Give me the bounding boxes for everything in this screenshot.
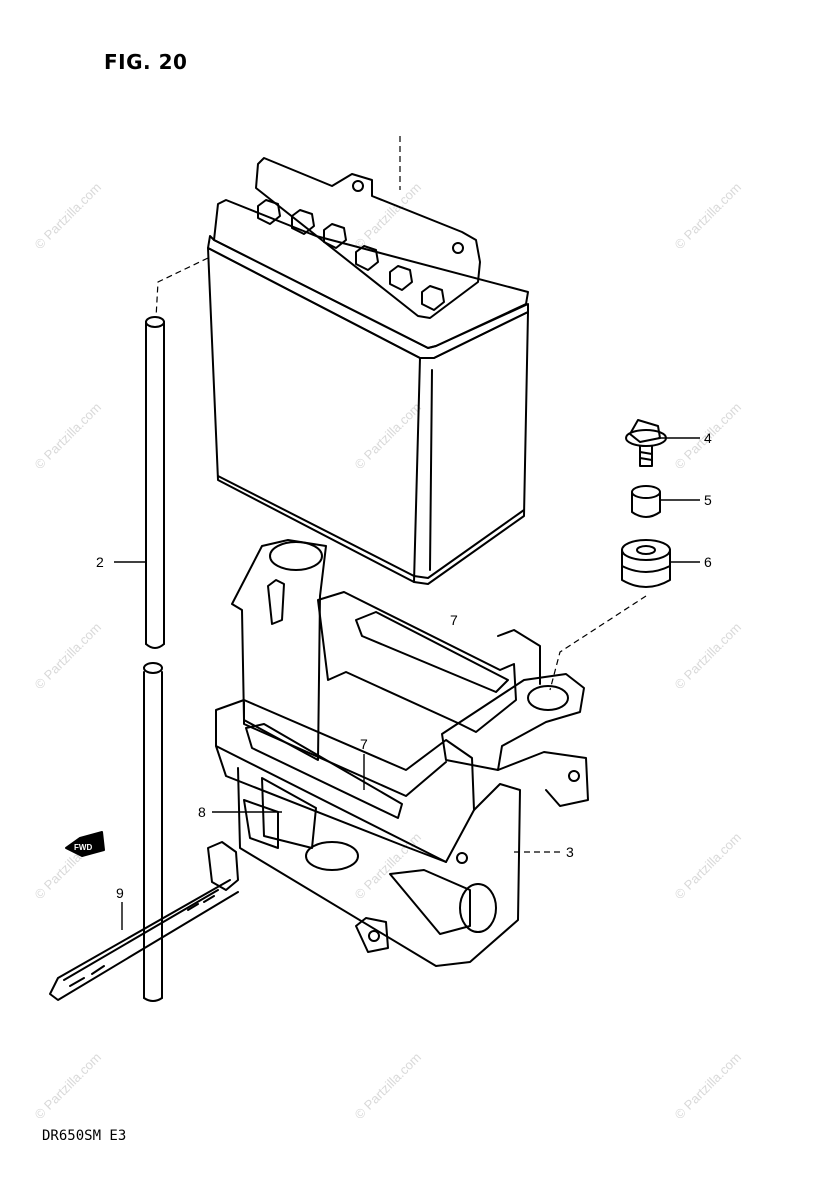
collar <box>631 485 661 518</box>
front-direction-arrow <box>65 831 105 857</box>
breather-hose <box>143 316 165 1002</box>
holder-left-upright <box>231 539 327 761</box>
battery-body <box>207 247 529 585</box>
watermark-text: © Partzilla.com <box>352 180 425 253</box>
callout-5: 5 <box>704 492 712 508</box>
callout-8: 8 <box>198 804 206 820</box>
callout-4: 4 <box>704 430 712 446</box>
watermark-text: © Partzilla.com <box>32 180 105 253</box>
hose-lower-segment <box>143 671 163 999</box>
callout-2: 2 <box>96 554 104 570</box>
watermark-text: © Partzilla.com <box>32 620 105 693</box>
holder-side-hole <box>459 883 497 933</box>
front-arrow-label: FWD <box>74 843 92 852</box>
pad-lower <box>245 723 403 819</box>
watermark-text: © Partzilla.com <box>32 400 105 473</box>
battery <box>207 157 529 585</box>
battery-band <box>49 841 239 1001</box>
bolt <box>625 419 667 467</box>
battery-terminals <box>257 199 445 311</box>
watermark-text: © Partzilla.com <box>672 830 745 903</box>
battery-base-lip <box>217 475 525 579</box>
watermark-text: © Partzilla.com <box>672 620 745 693</box>
holder-bracket-arm <box>441 673 585 771</box>
battery-lid-rim <box>207 235 529 359</box>
pad-upper <box>355 611 509 693</box>
bracket-hole <box>527 685 569 711</box>
callout-3: 3 <box>566 844 574 860</box>
model-code: DR650SM E3 <box>42 1128 127 1144</box>
watermark-text: © Partzilla.com <box>32 1050 105 1123</box>
callout-6: 6 <box>704 554 712 570</box>
holder-lower-box <box>237 767 521 967</box>
callout-7-lower: 7 <box>360 736 368 752</box>
grommet <box>621 539 671 588</box>
battery-holder <box>215 539 589 967</box>
figure-title: FIG. 20 <box>104 50 188 74</box>
battery-edge <box>413 357 421 583</box>
hose-upper-segment <box>145 321 165 645</box>
upright-hole <box>269 541 323 571</box>
watermark-text: © Partzilla.com <box>672 180 745 253</box>
callout-7-upper: 7 <box>450 612 458 628</box>
leader-lines <box>114 437 700 930</box>
holder-hole <box>305 841 359 871</box>
cover-hole <box>352 180 364 192</box>
holder-tray <box>215 699 475 863</box>
watermark-text: © Partzilla.com <box>352 400 425 473</box>
cover-hole <box>452 242 464 254</box>
callout-9: 9 <box>116 885 124 901</box>
battery-top-cover <box>255 157 481 319</box>
watermark-text: © Partzilla.com <box>352 1050 425 1123</box>
watermark-layer: © Partzilla.com © Partzilla.com © Partzi… <box>32 180 745 1123</box>
holder-inner-wall <box>243 701 447 797</box>
watermark-text: © Partzilla.com <box>672 1050 745 1123</box>
holder-rear-wall <box>317 591 517 733</box>
callout-labels: 2 3 4 5 6 7 7 8 9 <box>96 430 712 901</box>
assembly-lines <box>155 136 647 853</box>
